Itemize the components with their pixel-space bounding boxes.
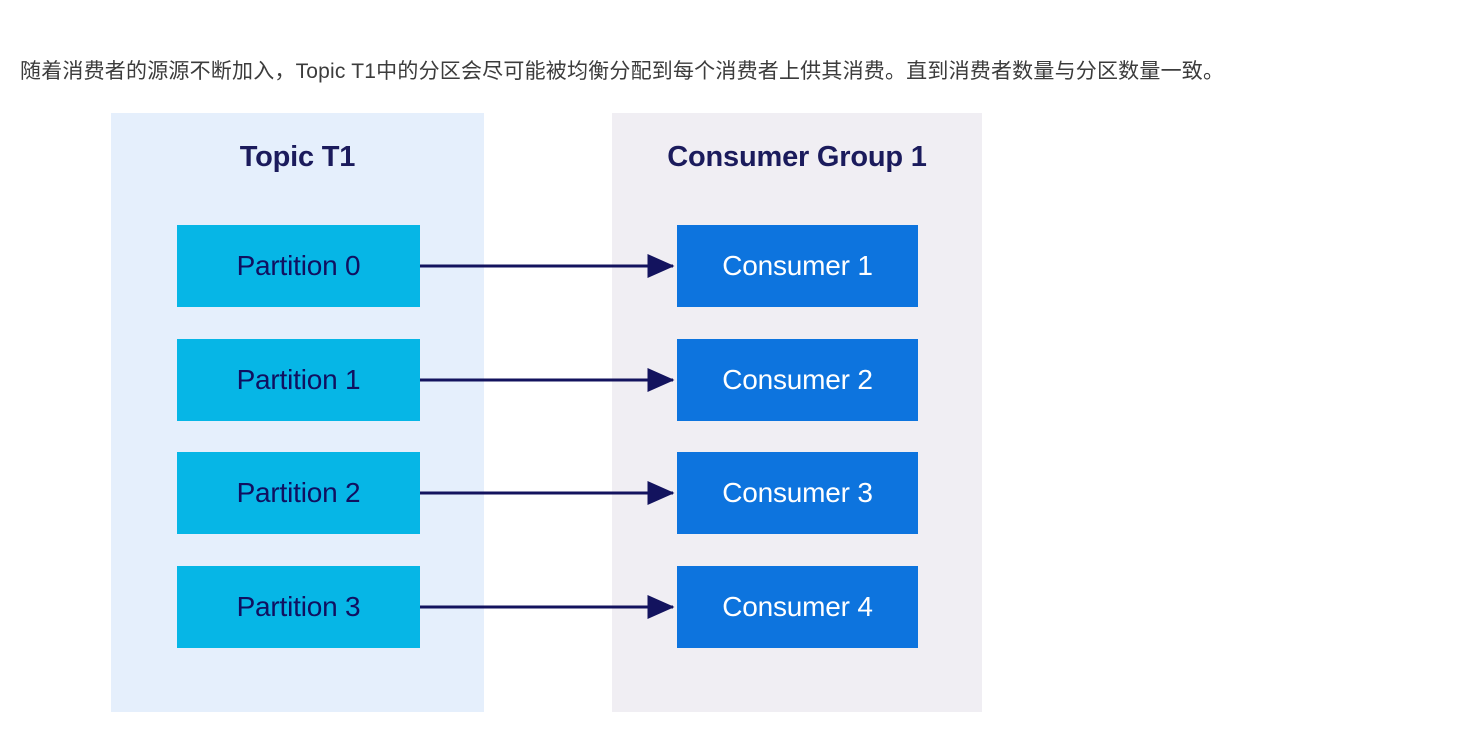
partition-node-2: Partition 2	[177, 452, 420, 534]
partition-node-1: Partition 1	[177, 339, 420, 421]
topic-panel-title: Topic T1	[239, 141, 356, 173]
consumer-group-panel-title: Consumer Group 1	[667, 141, 927, 173]
consumer-node-0: Consumer 1	[677, 225, 918, 307]
partition-node-0: Partition 0	[177, 225, 420, 307]
consumer-node-2: Consumer 3	[677, 452, 918, 534]
consumer-node-3: Consumer 4	[677, 566, 918, 648]
caption-text: 随着消费者的源源不断加入，Topic T1中的分区会尽可能被均衡分配到每个消费者…	[20, 60, 1225, 83]
consumer-node-1: Consumer 2	[677, 339, 918, 421]
partition-node-3: Partition 3	[177, 566, 420, 648]
